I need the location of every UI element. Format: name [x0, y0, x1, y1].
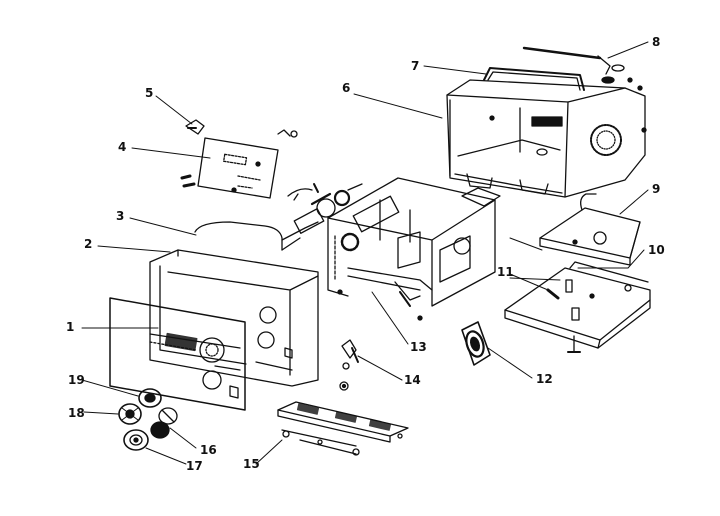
part-4-plate	[197, 137, 279, 199]
part-5-clip	[185, 119, 205, 135]
part-15-control-strip	[277, 401, 409, 456]
part-10-bottom-pan	[504, 261, 651, 353]
part-16-knob	[150, 407, 178, 439]
part-7-handle	[483, 67, 585, 91]
part-2-bezel	[149, 249, 319, 387]
part-12-speaker	[461, 321, 491, 366]
callout-4: 4	[118, 140, 127, 154]
callout-10: 10	[648, 243, 665, 257]
callout-12: 12	[536, 372, 553, 386]
part-1-front-panel	[109, 297, 246, 411]
part-19-knob	[138, 388, 162, 408]
callout-13: 13	[410, 340, 427, 354]
callout-11: 11	[497, 265, 514, 279]
callout-16: 16	[200, 443, 217, 457]
callout-1: 1	[66, 320, 75, 334]
callout-9: 9	[652, 182, 661, 196]
callout-6: 6	[342, 81, 351, 95]
small-hardware-group	[180, 129, 319, 201]
part-14-bracket	[339, 339, 359, 391]
leader-lines	[81, 41, 649, 465]
callout-14: 14	[404, 373, 421, 387]
part-17-knob	[123, 429, 149, 451]
callout-5: 5	[145, 86, 154, 100]
part-3-picture-tube	[194, 183, 363, 251]
part-18-knob	[118, 403, 142, 425]
part-13-chassis	[327, 177, 501, 321]
callout-19: 19	[68, 373, 85, 387]
callout-8: 8	[652, 35, 661, 49]
part-6-rear-cabinet	[446, 79, 646, 198]
callout-2: 2	[84, 237, 93, 251]
callout-7: 7	[411, 59, 420, 73]
callout-15: 15	[243, 457, 260, 471]
callout-17: 17	[186, 459, 203, 473]
callout-18: 18	[68, 406, 85, 420]
part-8-rod	[522, 46, 647, 133]
callout-3: 3	[116, 209, 125, 223]
part-9-tray	[539, 193, 641, 266]
